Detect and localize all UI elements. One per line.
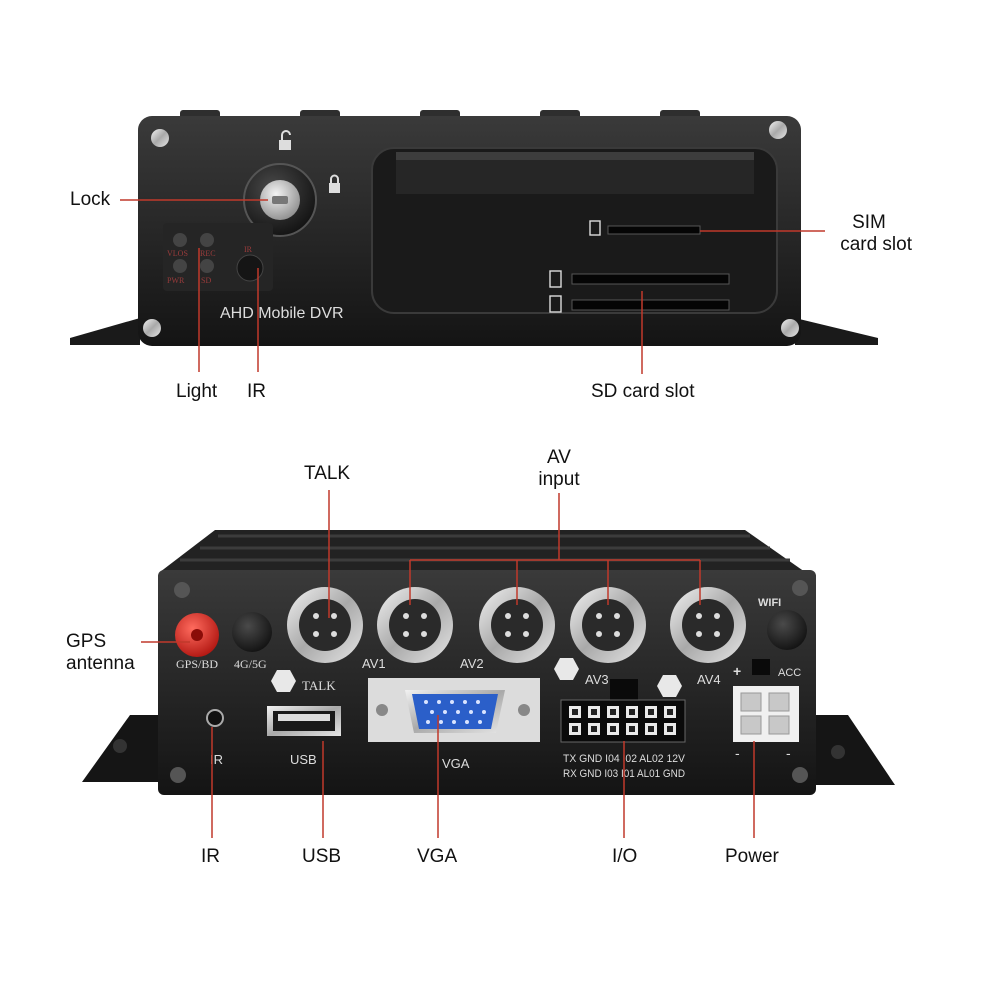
av1-connector xyxy=(377,587,453,663)
screw-icon xyxy=(113,739,127,753)
sd-slots xyxy=(549,270,730,313)
io-terminal xyxy=(560,679,686,743)
av-input-leader xyxy=(409,493,701,605)
io-callout: I/O xyxy=(612,846,638,867)
screw-icon xyxy=(769,121,787,139)
av2-port-label: AV2 xyxy=(460,656,484,671)
power-minus-label-right: - xyxy=(786,745,791,761)
led-label-vlos: VLOS xyxy=(167,249,188,258)
av3-connector xyxy=(570,587,646,663)
rear-ir-port-label: IR xyxy=(210,752,223,767)
vga-callout: VGA xyxy=(417,846,458,867)
lock-callout: Lock xyxy=(70,189,111,210)
gps-callout-line1: GPS xyxy=(66,631,107,652)
leader-lines xyxy=(120,199,825,838)
led-lights xyxy=(173,233,214,273)
screw-icon xyxy=(831,745,845,759)
power-minus-label-left: - xyxy=(735,745,740,761)
av3-port-label: AV3 xyxy=(585,672,609,687)
screw-icon xyxy=(792,767,808,783)
rear-ir-callout: IR xyxy=(201,846,220,867)
gps-port-label: GPS/BD xyxy=(176,657,218,671)
screw-icon xyxy=(151,129,169,147)
rear-flange-right xyxy=(815,715,895,785)
sd-slot-callout: SD card slot xyxy=(591,381,695,402)
screw-icon xyxy=(376,704,388,716)
ir-jack xyxy=(206,709,224,727)
hex-plug xyxy=(271,670,296,692)
cellular-port-label: 4G/5G xyxy=(234,657,267,671)
av2-connector xyxy=(479,587,555,663)
av-input-callout-line2: input xyxy=(538,469,580,490)
usb-callout: USB xyxy=(302,846,342,867)
unlock-icon xyxy=(279,130,291,150)
led-label-sd: SD xyxy=(201,276,211,285)
av-input-callout-line1: AV xyxy=(547,447,571,468)
wifi-port-label: WIFI xyxy=(758,597,781,609)
acc-switch xyxy=(752,659,770,675)
key-lock xyxy=(243,163,317,237)
screw-icon xyxy=(143,319,161,337)
power-connector xyxy=(733,686,799,742)
light-callout: Light xyxy=(176,381,218,402)
gps-callout: GPS antenna xyxy=(66,631,135,675)
screw-icon xyxy=(792,580,808,596)
sim-callout-line2: card slot xyxy=(840,234,912,255)
front-ir-callout: IR xyxy=(247,381,266,402)
sim-callout-line1: SIM xyxy=(852,212,886,233)
screw-icon xyxy=(518,704,530,716)
front-flange-left xyxy=(70,318,140,345)
front-screws xyxy=(143,121,799,337)
sim-callout: SIM card slot xyxy=(826,212,912,256)
screw-icon xyxy=(781,319,799,337)
hex-plug xyxy=(554,658,579,680)
acc-label: ACC xyxy=(778,667,801,679)
led-icon xyxy=(200,259,214,273)
led-icon xyxy=(200,233,214,247)
lock-icon xyxy=(329,174,340,193)
power-plus-label: + xyxy=(733,663,741,679)
vga-pins xyxy=(424,700,486,724)
wifi-antenna-connector xyxy=(767,610,807,650)
talk-connector xyxy=(287,587,363,663)
led-label-rec: REC xyxy=(200,249,216,258)
talk-port-label: TALK xyxy=(302,678,336,693)
av4-port-label: AV4 xyxy=(697,672,721,687)
led-icon xyxy=(173,233,187,247)
usb-port xyxy=(267,706,341,736)
av4-connector xyxy=(670,587,746,663)
front-ir-label: IR xyxy=(244,245,253,254)
gps-connector xyxy=(175,613,219,657)
screw-icon xyxy=(174,582,190,598)
usb-port-label: USB xyxy=(290,752,317,767)
led-label-pwr: PWR xyxy=(167,276,185,285)
gps-callout-line2: antenna xyxy=(66,653,135,674)
vga-port-label: VGA xyxy=(442,756,470,771)
av1-port-label: AV1 xyxy=(362,656,386,671)
cellular-antenna-connector xyxy=(232,612,272,652)
sim-slot xyxy=(589,220,701,236)
rear-view: GPS/BD 4G/5G WIFI xyxy=(82,530,895,795)
screw-icon xyxy=(170,767,186,783)
front-view: VLOS REC PWR SD IR AHD Mobile DVR xyxy=(70,110,878,346)
led-icon xyxy=(173,259,187,273)
ir-sensor xyxy=(236,254,264,282)
av-input-callout: AV input xyxy=(524,447,594,491)
device-label: AHD Mobile DVR xyxy=(220,305,344,322)
front-flange-right xyxy=(795,318,878,345)
talk-callout: TALK xyxy=(304,463,351,484)
power-callout: Power xyxy=(725,846,779,867)
hex-plug xyxy=(657,675,682,697)
